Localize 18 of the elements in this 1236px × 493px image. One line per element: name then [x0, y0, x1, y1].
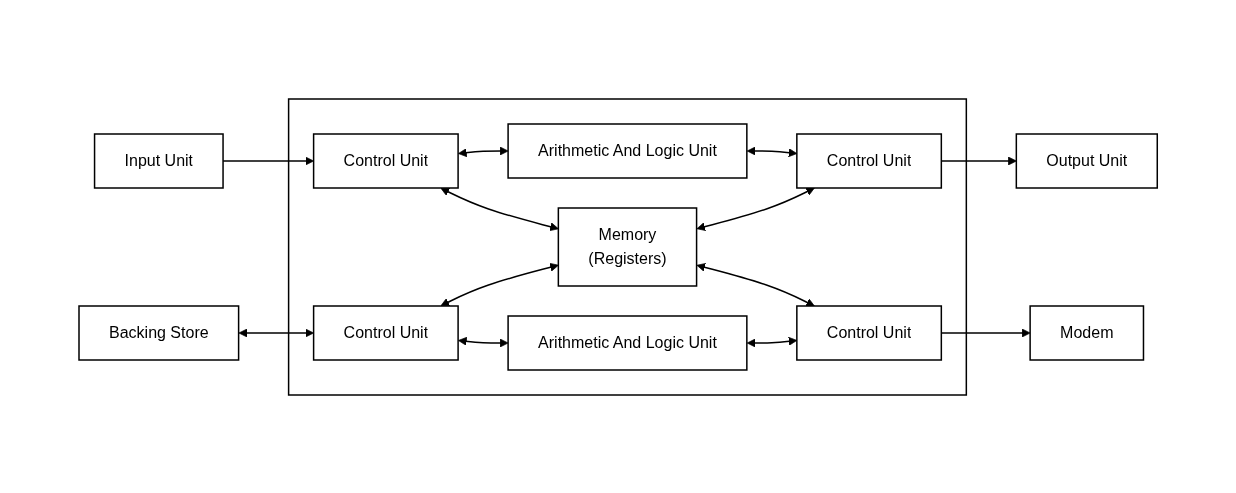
arrow: [696, 262, 815, 306]
cluster: [287, 97, 967, 396]
node-box: Output Unit: [1015, 132, 1158, 189]
arrow: [238, 328, 314, 337]
node-box: Arithmetic And Logic Unit: [507, 122, 748, 179]
node-box: Arithmetic And Logic Unit: [507, 314, 748, 371]
node-box: Backing Store: [78, 304, 240, 361]
node-box: Control Unit: [795, 132, 942, 189]
arrow: [440, 187, 559, 231]
node-box: Control Unit: [312, 132, 459, 189]
node-box: Control Unit: [312, 304, 459, 361]
arrow: [222, 156, 314, 165]
node-box: Modem: [1029, 304, 1145, 361]
node-box: Memory (Registers): [557, 206, 698, 287]
node-box: Input Unit: [93, 132, 224, 189]
node-box: Control Unit: [795, 304, 942, 361]
arrow: [440, 262, 559, 306]
arrow: [696, 187, 815, 231]
